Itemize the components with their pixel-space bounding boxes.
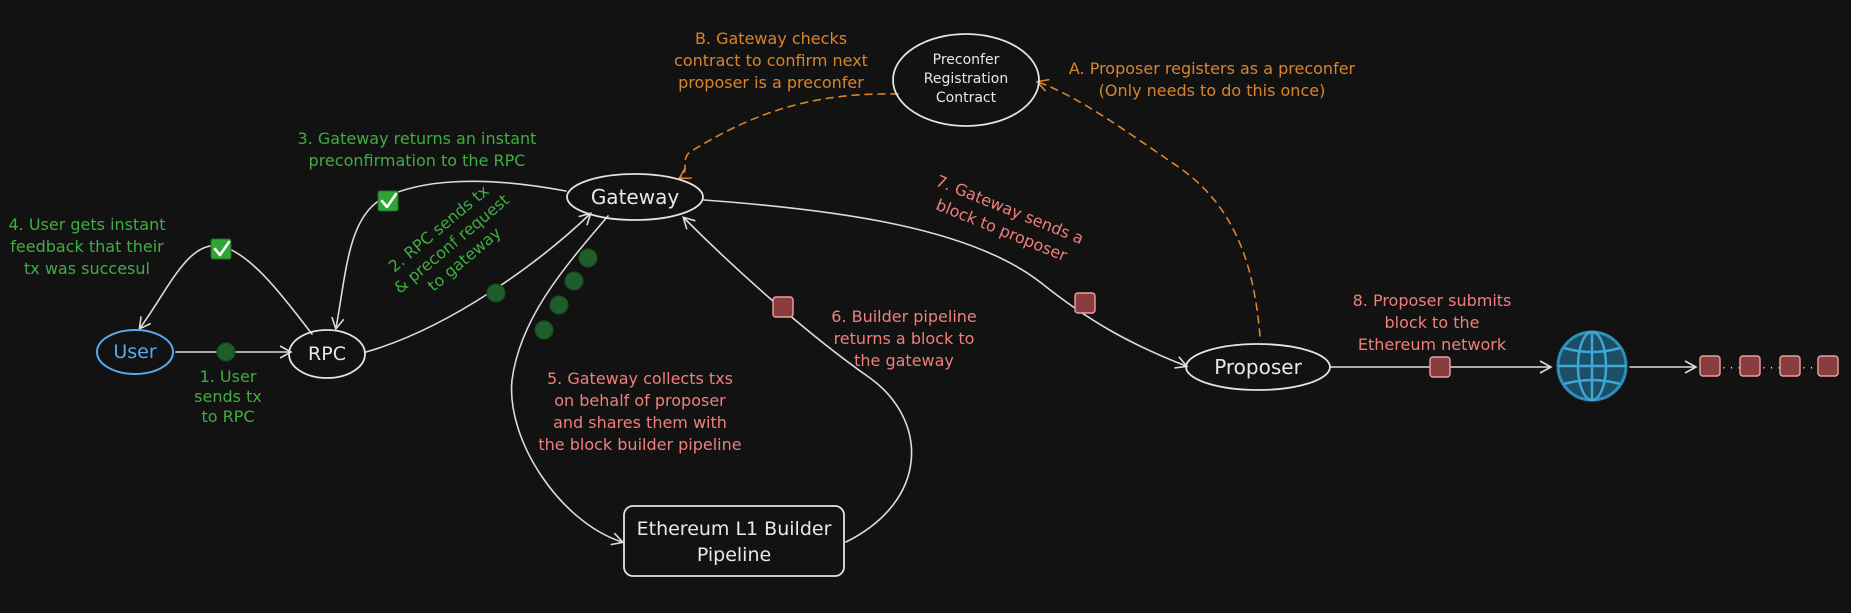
registration-contract-node[interactable]: Preconfer Registration Contract [892,33,1040,127]
svg-text:B. Gateway checks: B. Gateway checks [695,29,847,48]
tx-dot-collect-3 [549,295,569,315]
checkmark-icon [210,238,232,260]
note-step-8: 8. Proposer submits block to the Ethereu… [1353,291,1512,354]
svg-text:proposer is a preconfer: proposer is a preconfer [678,73,864,92]
chain-block-3 [1779,355,1801,377]
chain-dots-3: · · · [1802,361,1821,375]
note-step-a: A. Proposer registers as a preconfer (On… [1069,59,1356,100]
block-chain: · · · · · · · · · [1699,355,1839,377]
edge-contract-to-gateway [677,93,899,180]
svg-text:to RPC: to RPC [201,407,254,426]
svg-text:(Only needs to do this once): (Only needs to do this once) [1099,81,1326,100]
rpc-node-label: RPC [308,343,346,365]
svg-text:1. User: 1. User [200,367,257,386]
svg-text:A. Proposer registers as a pre: A. Proposer registers as a preconfer [1069,59,1356,78]
contract-label-line2: Registration [924,71,1008,87]
svg-text:block to the: block to the [1385,313,1480,332]
edge-proposer-to-contract [1035,78,1261,337]
svg-text:returns a block to: returns a block to [834,329,975,348]
svg-text:the gateway: the gateway [854,351,954,370]
edge-gateway-to-proposer [703,199,1189,369]
chain-block-4 [1817,355,1839,377]
block-gateway-to-proposer [1074,292,1096,314]
svg-text:3. Gateway returns an instant: 3. Gateway returns an instant [298,129,537,148]
tx-dot-collect-4 [534,320,554,340]
chain-block-2 [1739,355,1761,377]
tx-dot-collect-1 [578,248,598,268]
contract-label-line3: Contract [936,90,997,106]
tx-dot-collect-2 [564,271,584,291]
chain-dots-1: · · · [1722,361,1741,375]
svg-text:and shares them with: and shares them with [553,413,727,432]
svg-text:sends tx: sends tx [194,387,262,406]
edge-gateway-to-builder [510,215,625,546]
svg-text:8. Proposer submits: 8. Proposer submits [1353,291,1512,310]
svg-text:preconfirmation to the RPC: preconfirmation to the RPC [309,151,526,170]
note-step-6: 6. Builder pipeline returns a block to t… [831,307,977,370]
note-step-4: 4. User gets instant feedback that their… [8,215,165,278]
block-proposer-to-network [1429,356,1451,378]
tx-dot-rpc-gateway [486,283,506,303]
svg-text:feedback that their: feedback that their [10,237,164,256]
checkmark-icon [377,190,399,212]
builder-label-line1: Ethereum L1 Builder [637,518,832,540]
user-node-label: User [113,341,156,363]
note-step-7: 7. Gateway sends a block to proposer [933,171,1086,265]
rpc-node[interactable]: RPC [288,329,366,379]
edge-builder-to-gateway [682,216,913,543]
contract-label-line1: Preconfer [933,52,1000,68]
builder-pipeline-node[interactable]: Ethereum L1 Builder Pipeline [623,505,845,577]
note-step-5: 5. Gateway collects txs on behalf of pro… [538,369,741,454]
svg-text:on behalf of proposer: on behalf of proposer [554,391,726,410]
svg-text:4. User gets instant: 4. User gets instant [8,215,165,234]
svg-text:6. Builder pipeline: 6. Builder pipeline [831,307,977,326]
svg-text:Ethereum network: Ethereum network [1358,335,1507,354]
tx-dot-user-rpc [216,342,236,362]
svg-text:5. Gateway collects txs: 5. Gateway collects txs [547,369,733,388]
proposer-node[interactable]: Proposer [1185,343,1331,391]
svg-text:contract to confirm next: contract to confirm next [674,51,868,70]
note-step-3: 3. Gateway returns an instant preconfirm… [298,129,537,170]
note-step-b: B. Gateway checks contract to confirm ne… [674,29,868,92]
user-node[interactable]: User [96,329,174,375]
chain-block-1 [1699,355,1721,377]
note-step-1: 1. User sends tx to RPC [194,367,262,426]
globe-icon [1556,330,1628,402]
svg-text:the block builder pipeline: the block builder pipeline [538,435,741,454]
gateway-node[interactable]: Gateway [566,173,704,221]
block-builder-to-gateway [772,296,794,318]
chain-dots-2: · · · [1762,361,1781,375]
gateway-node-label: Gateway [591,185,680,209]
svg-text:tx was succesul: tx was succesul [24,259,150,278]
builder-label-line2: Pipeline [697,544,771,566]
proposer-node-label: Proposer [1214,355,1302,379]
